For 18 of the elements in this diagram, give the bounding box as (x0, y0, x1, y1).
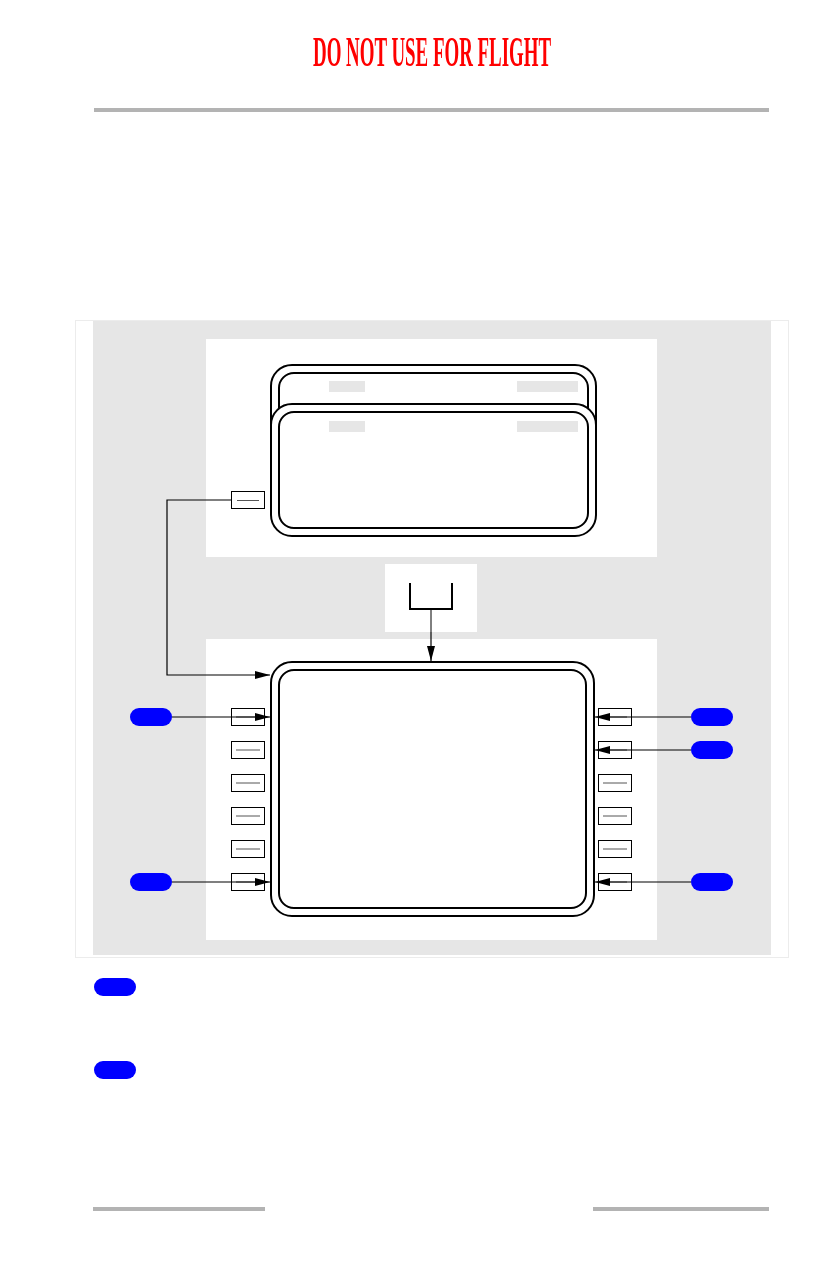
warning-heading: DO NOT USE FOR FLIGHT (313, 31, 551, 73)
callout-badge (130, 708, 172, 726)
arrow (427, 631, 435, 662)
callout-badge (691, 873, 733, 891)
display-screen (270, 661, 595, 917)
arrow (166, 499, 271, 679)
leader-line (594, 746, 692, 754)
callout-badge (94, 1061, 136, 1079)
leader-line (171, 713, 271, 721)
symbol-tile (385, 564, 477, 632)
callout-badge (94, 978, 136, 996)
key-icon (231, 491, 265, 509)
leader-line (594, 713, 692, 721)
callout-badge (130, 873, 172, 891)
leader-line (171, 878, 271, 886)
callout-badge (691, 741, 733, 759)
leader-line (594, 878, 692, 886)
callout-badge (691, 708, 733, 726)
